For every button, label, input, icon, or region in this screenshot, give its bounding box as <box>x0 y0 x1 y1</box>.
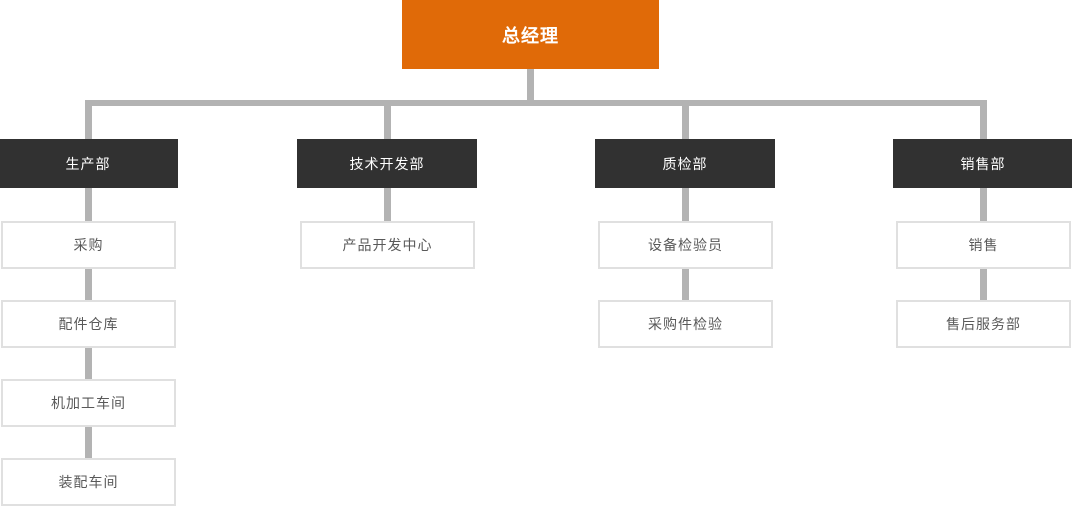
node-sales: 销售 <box>896 221 1071 269</box>
node-after-sales-service: 售后服务部 <box>896 300 1071 348</box>
node-label: 总经理 <box>502 25 559 46</box>
connector-drop-tech <box>384 106 391 139</box>
node-dept-production: 生产部 <box>0 139 178 188</box>
node-purchasing: 采购 <box>1 221 176 269</box>
node-label: 产品开发中心 <box>342 237 433 253</box>
connector-stub <box>682 188 689 221</box>
node-label: 配件仓库 <box>58 316 119 332</box>
node-label: 生产部 <box>65 155 111 172</box>
node-label: 设备检验员 <box>648 237 723 253</box>
node-purchased-parts-inspection: 采购件检验 <box>598 300 773 348</box>
connector-drop-sales <box>980 106 987 139</box>
node-label: 技术开发部 <box>349 155 425 172</box>
node-label: 采购 <box>73 237 104 253</box>
connector-stub <box>980 269 987 300</box>
connector-stub <box>85 188 92 221</box>
connector-stub <box>85 348 92 379</box>
connector-drop-qc <box>682 106 689 139</box>
connector-stub <box>980 188 987 221</box>
node-product-dev-center: 产品开发中心 <box>300 221 475 269</box>
node-label: 装配车间 <box>58 474 119 490</box>
node-dept-sales: 销售部 <box>893 139 1072 188</box>
node-assembly-workshop: 装配车间 <box>1 458 176 506</box>
connector-drop-production <box>85 106 92 139</box>
node-label: 售后服务部 <box>946 316 1021 332</box>
node-label: 销售部 <box>960 155 1006 172</box>
connector-stub <box>682 269 689 300</box>
connector-horizontal-bus <box>85 100 987 106</box>
node-machining-workshop: 机加工车间 <box>1 379 176 427</box>
node-general-manager: 总经理 <box>402 0 659 69</box>
node-label: 采购件检验 <box>648 316 723 332</box>
node-equipment-inspector: 设备检验员 <box>598 221 773 269</box>
node-label: 机加工车间 <box>51 395 126 411</box>
node-label: 销售 <box>968 237 999 253</box>
connector-root-drop <box>527 69 534 100</box>
connector-stub <box>85 427 92 458</box>
connector-stub <box>384 188 391 221</box>
node-dept-tech-development: 技术开发部 <box>297 139 477 188</box>
node-parts-warehouse: 配件仓库 <box>1 300 176 348</box>
node-dept-quality-inspection: 质检部 <box>595 139 775 188</box>
connector-stub <box>85 269 92 300</box>
node-label: 质检部 <box>662 155 708 172</box>
